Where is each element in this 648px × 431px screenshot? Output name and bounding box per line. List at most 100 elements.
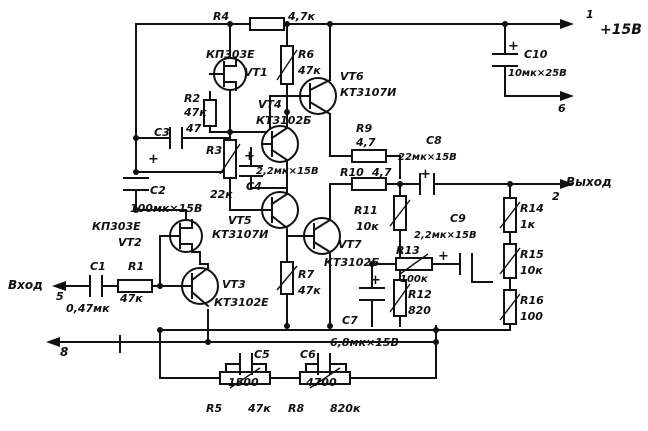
c10-plus: + bbox=[508, 39, 519, 54]
resistor-r11-slash bbox=[389, 199, 411, 227]
capacitor-c8 bbox=[419, 173, 435, 195]
c4-ref: C4 bbox=[246, 180, 262, 193]
r7-value: 47к bbox=[297, 284, 321, 297]
capacitor-c1 bbox=[89, 275, 103, 297]
ground-arrow-icon bbox=[46, 337, 60, 347]
c2-ref: C2 bbox=[150, 184, 166, 197]
r9-right-wire bbox=[385, 155, 401, 179]
junction-dot bbox=[507, 181, 513, 187]
r10-value: 4,7 bbox=[371, 166, 392, 179]
r2-bottom-wire bbox=[209, 125, 271, 133]
vt1-ref: VT1 bbox=[244, 66, 268, 79]
vt4-ref: VT4 bbox=[258, 98, 282, 111]
c2-value: 100мк×15В bbox=[130, 202, 202, 215]
c8-ref: C8 bbox=[426, 134, 442, 147]
input-label: Вход bbox=[8, 278, 43, 292]
r5-ref: R5 bbox=[206, 402, 222, 415]
arrows bbox=[46, 19, 574, 347]
resistor-r2 bbox=[203, 99, 217, 127]
c7-ref: C7 bbox=[342, 314, 358, 327]
supply-label: +15В bbox=[600, 22, 642, 38]
resistor-r10 bbox=[351, 177, 387, 191]
r5-value: 47к bbox=[247, 402, 271, 415]
feedback-right-wire bbox=[349, 341, 437, 379]
junction-dot bbox=[205, 339, 211, 345]
capacitor-c3 bbox=[169, 127, 183, 149]
c2-plus: + bbox=[148, 152, 159, 167]
vt6-base-wire bbox=[269, 95, 301, 133]
c10-pin-label: 6 bbox=[558, 102, 566, 115]
resistor-r5-slash bbox=[229, 367, 261, 389]
c9-ref: C9 bbox=[450, 212, 466, 225]
r6-value: 47к bbox=[297, 64, 321, 77]
c7-plus: + bbox=[370, 273, 381, 288]
c8-plus: + bbox=[420, 167, 431, 182]
resistors bbox=[117, 17, 521, 389]
c5-ref: C5 bbox=[254, 348, 270, 361]
r15-value: 10к bbox=[520, 264, 543, 277]
r4-ref: R4 bbox=[213, 10, 229, 23]
resistor-r3-slash bbox=[219, 143, 241, 175]
transistor-vt2-leads bbox=[169, 219, 201, 253]
ground-pin-label: 8 bbox=[60, 345, 68, 359]
r13-value: 100к bbox=[400, 274, 428, 285]
vt5-base-wire bbox=[229, 195, 263, 211]
vt1-type: КП303Е bbox=[206, 48, 255, 61]
junction-dot bbox=[433, 339, 439, 345]
transistor-vt7-leads bbox=[286, 218, 332, 254]
c9-right-wire bbox=[471, 263, 493, 283]
c1-value: 0,47мк bbox=[66, 302, 110, 315]
vt6-type: КТ3107И bbox=[340, 86, 396, 99]
input-arrow-icon bbox=[52, 281, 66, 291]
resistor-r7-slash bbox=[276, 265, 298, 291]
r1-value: 47к bbox=[119, 292, 143, 305]
r3-value: 22к bbox=[210, 188, 233, 201]
junction-dot bbox=[133, 207, 139, 213]
r3-ref: R3 bbox=[206, 144, 222, 157]
junction-dot bbox=[227, 129, 233, 135]
input-pin-label: 5 bbox=[56, 290, 64, 303]
r8-ref: R8 bbox=[288, 402, 304, 415]
r10-ref: R10 bbox=[340, 166, 364, 179]
right-return-wire bbox=[159, 323, 511, 331]
vt3-collector-wire bbox=[199, 263, 209, 269]
resistor-r15-slash bbox=[499, 247, 521, 275]
junction-dot bbox=[157, 327, 163, 333]
vt7-type: КТ3102Б bbox=[324, 256, 380, 269]
vt2-type: КП303Е bbox=[92, 220, 141, 233]
c8-value: 22мк×15В bbox=[398, 152, 457, 163]
capacitor-c10 bbox=[492, 53, 518, 67]
c9-value: 2,2мк×15В bbox=[414, 230, 477, 241]
resistor-r4 bbox=[249, 17, 285, 31]
c3-value: 47 bbox=[185, 122, 202, 135]
c10-ref: C10 bbox=[524, 48, 548, 61]
c4-plus: + bbox=[244, 149, 255, 164]
junction-dot bbox=[284, 21, 290, 27]
capacitor-c5 bbox=[239, 353, 253, 375]
c9-plus: + bbox=[438, 249, 449, 264]
r14-value: 1к bbox=[520, 218, 536, 231]
r2-ref: R2 bbox=[184, 92, 200, 105]
r9-value: 4,7 bbox=[355, 136, 376, 149]
labels: +15В 1 6 Выход 2 Вход 5 8 R4 4,7к R6 47к… bbox=[8, 8, 642, 415]
supply-pin-label: 1 bbox=[586, 8, 594, 21]
capacitor-c4-leads bbox=[250, 147, 288, 189]
resistor-r16-slash bbox=[499, 293, 521, 321]
transistor-vt1-leads bbox=[209, 57, 237, 91]
r8-value: 820к bbox=[330, 402, 361, 415]
resistor-r13-slash bbox=[399, 253, 429, 275]
supply-arrow-icon bbox=[560, 19, 574, 29]
output-arrow-icon bbox=[560, 179, 574, 189]
vt5-type: КТ3107И bbox=[212, 228, 268, 241]
capacitor-c9 bbox=[459, 253, 473, 275]
vt2-drain-wire bbox=[135, 209, 187, 221]
r6-ref: R6 bbox=[298, 48, 314, 61]
r12-ref: R12 bbox=[408, 288, 432, 301]
transistor-vt6-leads bbox=[299, 78, 332, 116]
junctions bbox=[133, 21, 513, 345]
vt3-ref: VT3 bbox=[222, 278, 246, 291]
junction-dot bbox=[284, 109, 290, 115]
transistors bbox=[169, 57, 341, 308]
vt5-ref: VT5 bbox=[228, 214, 252, 227]
